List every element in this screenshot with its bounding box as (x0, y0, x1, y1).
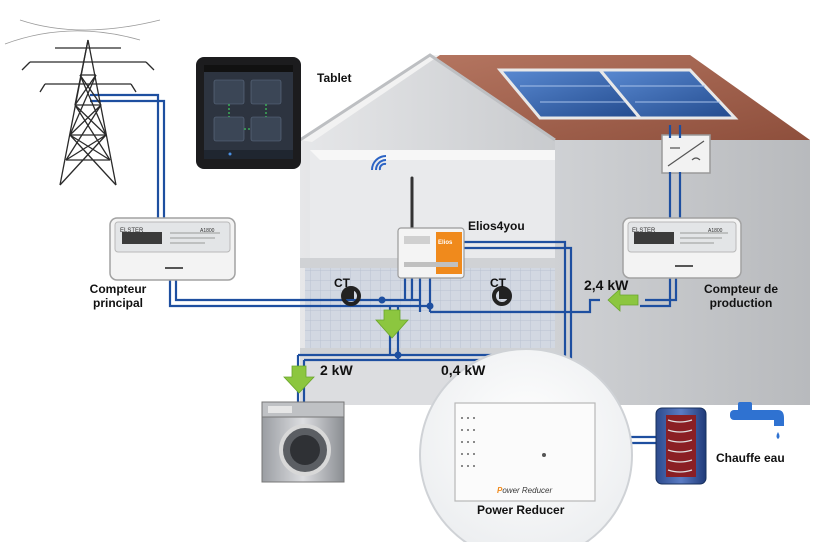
power-reducer-brand-p: P (497, 486, 503, 495)
power-reducer-zone (419, 348, 633, 542)
wifi-icon (371, 155, 387, 171)
tablet-label: Tablet (317, 71, 352, 85)
production-meter-label-line2: production (709, 296, 773, 310)
arrow-to-washer (283, 365, 315, 394)
arrow-from-production (607, 288, 639, 312)
ct-left-label: CT (334, 276, 350, 290)
tablet (196, 57, 301, 169)
main-meter (109, 217, 236, 281)
main-meter-code: A1800 (200, 228, 215, 234)
production-meter-code: A1800 (708, 228, 723, 234)
power-in-label: 2,4 kW (584, 277, 629, 293)
ct-clamp-left-icon (341, 286, 361, 306)
wire-junctions (378, 296, 434, 359)
arrow-to-house (375, 309, 409, 339)
water-heater-label: Chauffe eau (716, 451, 785, 465)
elios-brand: Elios (438, 240, 453, 246)
ct-right-label: CT (490, 276, 506, 290)
power-reducer-label: Power Reducer (477, 503, 565, 517)
main-meter-label-line1: Compteur (89, 282, 147, 296)
power-pylon-icon (4, 19, 161, 186)
elios4you-label: Elios4you (468, 219, 525, 233)
production-meter-brand: ELSTER (632, 228, 656, 234)
solar-panels (496, 68, 739, 120)
power-reducer-brand-text: ower Reducer (502, 486, 553, 495)
ct-clamp-right-icon (492, 286, 512, 306)
production-meter-label-line1: Compteur de (703, 282, 778, 296)
power-reducer-brand: Power Reducer (497, 484, 552, 498)
water-heater (655, 407, 707, 485)
power-heater-label: 0,4 kW (441, 362, 486, 378)
water-faucet-icon (730, 402, 784, 439)
house (299, 53, 810, 405)
inverter (661, 134, 711, 174)
washing-machine (261, 401, 345, 483)
production-meter (622, 217, 742, 279)
elios4you-device (397, 176, 465, 279)
main-meter-label: Compteur principal (68, 282, 168, 310)
production-meter-label: Compteur de production (686, 282, 796, 310)
main-meter-label-line2: principal (92, 296, 143, 310)
power-washer-label: 2 kW (320, 362, 353, 378)
main-meter-brand: ELSTER (120, 228, 144, 234)
